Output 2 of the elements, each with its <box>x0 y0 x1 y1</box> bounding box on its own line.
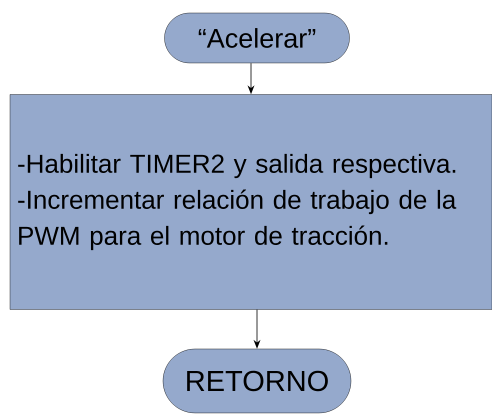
process-box: -Habilitar TIMER2 y salida respectiva. -Incrementar relación de trabajo de la PWM para el motor de tracción. <box>10 94 492 310</box>
terminal-oval: RETORNO <box>162 348 352 414</box>
